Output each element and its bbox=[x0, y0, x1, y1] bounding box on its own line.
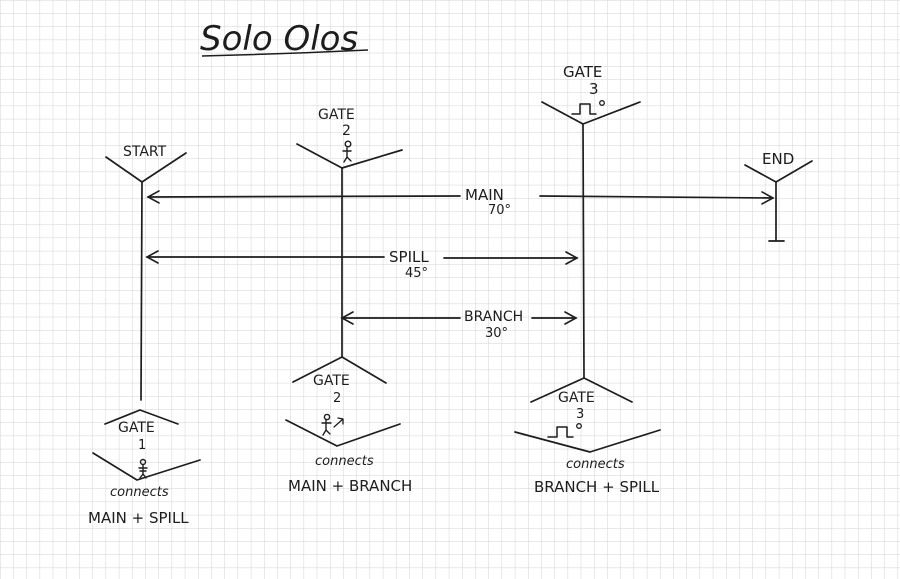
gate-2-top-label: GATE bbox=[318, 107, 355, 123]
gate-3-lower-bracket bbox=[514, 429, 661, 453]
gate-1-connects: MAIN + SPILL bbox=[88, 509, 189, 527]
labels: START END GATE 2 GATE 3 MAIN 70° SPILL 4… bbox=[88, 63, 794, 527]
gate-1-upper-tick bbox=[104, 409, 179, 425]
main-arrow-right bbox=[539, 191, 775, 205]
gate-2-connects-label: connects bbox=[315, 454, 374, 469]
gate-3-pole bbox=[582, 123, 585, 379]
gate-2-connects: MAIN + BRANCH bbox=[288, 477, 412, 495]
end-label: END bbox=[762, 150, 794, 168]
start-label: START bbox=[123, 144, 167, 160]
figure-gate-icon bbox=[138, 458, 148, 479]
spill-run-angle: 45° bbox=[405, 266, 428, 281]
figure-gate-icon bbox=[321, 413, 344, 436]
gate-3-top-number: 3 bbox=[589, 80, 599, 98]
gate-3-pole-group bbox=[530, 101, 641, 403]
gate-3-bottom-number: 3 bbox=[576, 407, 584, 422]
gate-2-top-number: 2 bbox=[342, 123, 351, 139]
gate-2-pole-group bbox=[292, 143, 403, 384]
branch-run-label: BRANCH bbox=[464, 309, 523, 325]
gate-2-bottom-number: 2 bbox=[333, 391, 341, 406]
gate-3-connects-label: connects bbox=[566, 457, 625, 472]
end-node bbox=[744, 160, 813, 242]
step-wave-icon bbox=[547, 423, 582, 438]
gate-2-lower-bracket bbox=[285, 419, 401, 447]
main-run-angle: 70° bbox=[488, 203, 511, 218]
gate-3-bottom-bracket bbox=[530, 377, 633, 403]
run-main bbox=[146, 190, 775, 205]
step-wave-icon bbox=[571, 100, 605, 115]
gate-1-label: GATE bbox=[118, 420, 155, 436]
title-underline bbox=[201, 49, 369, 57]
start-node bbox=[105, 152, 187, 401]
title-group: Solo Olos bbox=[200, 19, 369, 59]
gate-2-bottom-label: GATE bbox=[313, 373, 350, 389]
main-run-label: MAIN bbox=[465, 186, 504, 204]
branch-run-angle: 30° bbox=[485, 326, 508, 341]
spill-run-label: SPILL bbox=[389, 248, 429, 266]
gate-2-bottom-bracket bbox=[292, 356, 387, 384]
gate-1-connects-label: connects bbox=[110, 485, 169, 500]
main-arrow-left bbox=[146, 190, 461, 204]
gate-1-number: 1 bbox=[138, 438, 146, 453]
figure-gate-icon bbox=[342, 140, 352, 163]
start-pole bbox=[140, 181, 143, 401]
gate-3-top-label: GATE bbox=[563, 63, 602, 81]
run-spill bbox=[145, 250, 579, 265]
gate-3-connects: BRANCH + SPILL bbox=[534, 478, 660, 496]
gate-1-lower-bracket bbox=[92, 452, 201, 481]
gate-3-bottom-label: GATE bbox=[558, 390, 595, 406]
